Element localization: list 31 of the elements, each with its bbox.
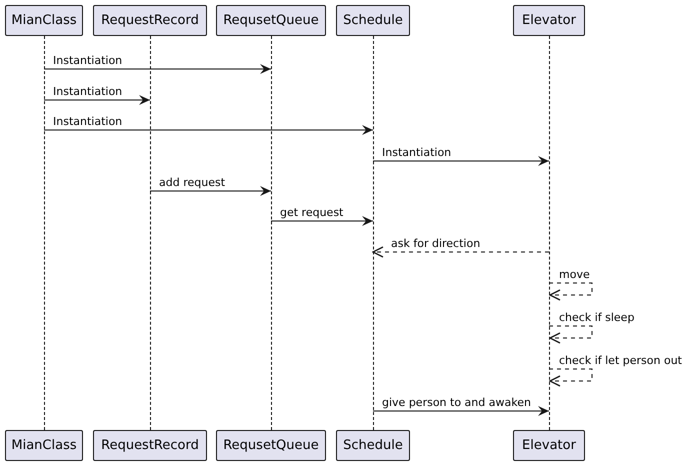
participant-box: Schedule xyxy=(336,430,410,461)
participant-box: Elevator xyxy=(513,5,585,36)
participant-box: RequsetQueue xyxy=(216,5,326,36)
message-arrow xyxy=(44,125,374,135)
participant-box: RequestRecord xyxy=(93,430,207,461)
message-label: check if sleep xyxy=(558,311,636,325)
message-label: add request xyxy=(158,176,226,190)
lifeline xyxy=(44,36,45,430)
participant-box: MianClass xyxy=(5,430,83,461)
message-arrow xyxy=(44,95,150,105)
message-arrow xyxy=(372,156,550,166)
participant-box: Elevator xyxy=(513,430,585,461)
message-arrow xyxy=(372,406,550,416)
message-arrow xyxy=(372,246,550,258)
message-arrow xyxy=(270,216,374,226)
self-message-arrow xyxy=(548,326,592,344)
message-label: give person to and awaken xyxy=(381,396,532,410)
lifeline xyxy=(150,36,151,430)
lifeline xyxy=(271,36,272,430)
self-message-arrow xyxy=(548,282,592,301)
lifeline xyxy=(373,36,374,430)
participant-box: RequsetQueue xyxy=(216,430,326,461)
message-arrow xyxy=(44,64,272,74)
message-label: check if let person out xyxy=(558,354,683,368)
participant-box: MianClass xyxy=(5,5,83,36)
participant-box: Schedule xyxy=(336,5,410,36)
participant-box: RequestRecord xyxy=(93,5,207,36)
lifeline xyxy=(549,36,550,430)
message-label: get request xyxy=(279,206,344,220)
self-message-arrow xyxy=(548,368,592,387)
message-arrow xyxy=(150,186,272,196)
